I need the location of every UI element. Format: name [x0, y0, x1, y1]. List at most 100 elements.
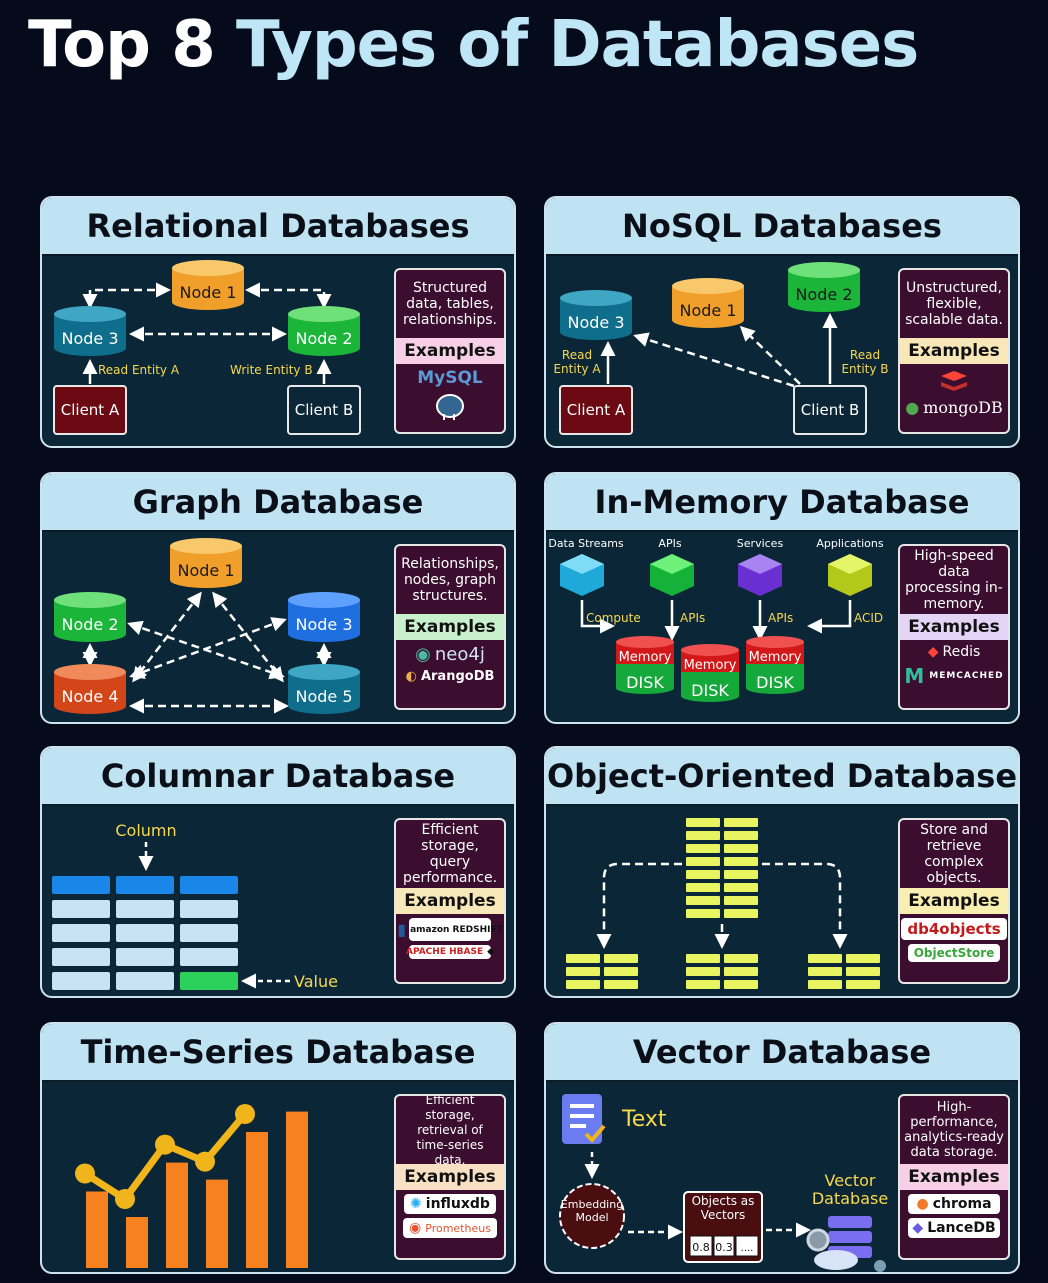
hbase-logo: APACHE HBASE: [405, 947, 484, 957]
document-icon: [562, 1094, 606, 1144]
memory-disk-2: Memory DISK: [681, 644, 739, 702]
time-series-bar: [166, 1162, 188, 1268]
trend-point: [75, 1163, 95, 1184]
vector-value-2: 0.3: [715, 1241, 733, 1254]
influxdb-logo: influxdb: [425, 1196, 490, 1212]
postgresql-elephant-icon: [436, 394, 464, 420]
example-logos: MySQL: [396, 364, 504, 426]
info-box: Structured data, tables, relationships. …: [394, 268, 506, 434]
object-stack-left: [566, 954, 638, 989]
node-3-label: Node 3: [567, 313, 624, 332]
memory-label: Memory: [749, 650, 802, 665]
objectstore-logo: ObjectStore: [907, 944, 1001, 962]
description: High-speed data processing in-memory.: [905, 548, 1003, 612]
example-logos: ◉neo4j ◐ArangoDB: [396, 640, 504, 688]
vector-value-3: ....: [741, 1243, 754, 1254]
examples-label: Examples: [396, 614, 504, 640]
examples-label: Examples: [900, 338, 1008, 364]
client-a-label: Client A: [567, 401, 626, 419]
nosql-diagram: Node 1 Node 2 Node 3 Read Entity A Read …: [553, 262, 889, 435]
node-3-cylinder: Node 3: [288, 592, 360, 642]
memcached-icon: M: [904, 664, 926, 688]
node-5-cylinder: Node 5: [288, 664, 360, 714]
time-series-bar: [126, 1217, 148, 1268]
object-oriented-diagram: [566, 818, 880, 989]
chroma-icon: ●: [916, 1196, 929, 1212]
embedding-model-circle: [559, 1183, 625, 1249]
panel-title: Time-Series Database: [42, 1024, 514, 1082]
edge-label-compute: Compute: [586, 611, 641, 625]
info-box: Efficient storage, query performance. Ex…: [394, 818, 506, 984]
neo4j-logo: neo4j: [434, 644, 485, 665]
disk-label: DISK: [626, 673, 664, 692]
disk-label: DISK: [691, 681, 729, 700]
client-a-label: Client A: [61, 401, 120, 419]
panel-title: Columnar Database: [42, 748, 514, 806]
client-a-box: [559, 385, 633, 435]
example-logos: db4objects ObjectStore: [900, 914, 1008, 966]
memory-label: Memory: [619, 650, 672, 665]
client-b-label: Client B: [295, 401, 353, 419]
value-label: Value: [294, 972, 338, 991]
node-4-label: Node 4: [61, 687, 118, 706]
memcached-logo: MEMCACHED: [929, 671, 1004, 681]
node-3-cylinder: Node 3: [54, 306, 126, 356]
info-box: High-performance, analytics-ready data s…: [898, 1094, 1010, 1260]
description: Relationships, nodes, graph structures.: [401, 556, 499, 604]
redshift-logo: amazon REDSHIFT: [410, 924, 503, 935]
graph-diagram: Node 1 Node 2 Node 3 Node 4 Node 5: [54, 538, 360, 714]
node-1-label: Node 1: [179, 283, 236, 302]
example-logos: ●mongoDB: [900, 364, 1008, 421]
node-3-label: Node 3: [61, 329, 118, 348]
columnar-diagram: Column Value: [52, 821, 338, 991]
lancedb-logo: LanceDB: [927, 1220, 996, 1236]
leaf-icon: ●: [905, 398, 920, 417]
node-1-cylinder: Node 1: [172, 260, 244, 310]
panel-relational: Relational Databases Node 1 Node 2 Node …: [40, 196, 516, 448]
source-data-streams: Data Streams: [548, 537, 624, 550]
panel-columnar: Columnar Database Column Value Effici: [40, 746, 516, 998]
redis-cube-icon: [941, 371, 967, 391]
memory-disk-1: Memory DISK: [616, 636, 674, 694]
example-logos: ✺influxdb ◉Prometheus: [396, 1190, 504, 1242]
edge-label-apis-2: APIs: [768, 611, 793, 625]
node-2-label: Node 2: [295, 329, 352, 348]
node-2-cylinder: Node 2: [788, 262, 860, 312]
info-box: High-speed data processing in-memory. Ex…: [898, 544, 1010, 710]
panel-title: Object-Oriented Database: [546, 748, 1018, 806]
node-2-cylinder: Node 2: [54, 592, 126, 642]
node-1-cylinder: Node 1: [170, 538, 242, 588]
object-stack-middle: [686, 954, 758, 989]
cube-icon-purple: [738, 554, 782, 596]
panel-title: In-Memory Database: [546, 474, 1018, 532]
text-label: Text: [621, 1107, 667, 1132]
panel-title: Graph Database: [42, 474, 514, 532]
edge-label-read-a: Read Entity A: [553, 348, 600, 376]
vector-value-1: 0.8: [692, 1241, 710, 1254]
trend-point: [155, 1134, 175, 1155]
arangodb-icon: ◐: [405, 669, 417, 684]
trend-point: [195, 1151, 215, 1172]
memory-disk-3: Memory DISK: [746, 636, 804, 694]
time-series-bar: [246, 1132, 268, 1268]
panel-graph: Graph Database Node 1 Node 2 Node 3: [40, 472, 516, 724]
arangodb-logo: ArangoDB: [420, 669, 495, 684]
time-series-bar: [86, 1191, 108, 1268]
trend-point: [235, 1104, 255, 1124]
vector-diagram: Text Embedding Model Objects as Vectors …: [559, 1094, 888, 1272]
objects-as-vectors-label: Objects as Vectors: [692, 1194, 755, 1222]
title-part2: Types of Databases: [236, 8, 919, 82]
redis-logo: Redis: [942, 644, 981, 660]
client-b-box: [287, 385, 361, 435]
relational-diagram: Node 1 Node 2 Node 3 Read Entity A Write…: [53, 260, 361, 435]
node-3-cylinder: Node 3: [560, 290, 632, 340]
node-4-cylinder: Node 4: [54, 664, 126, 714]
memory-label: Memory: [684, 658, 737, 673]
orca-icon: ◆: [487, 947, 495, 957]
client-b-label: Client B: [801, 401, 859, 419]
node-3-label: Node 3: [295, 615, 352, 634]
time-series-diagram: [75, 1104, 308, 1268]
embedding-model-label: Embedding Model: [561, 1198, 623, 1224]
info-box: Relationships, nodes, graph structures. …: [394, 544, 506, 710]
info-box: Efficient storage, retrieval of time-ser…: [394, 1094, 506, 1260]
